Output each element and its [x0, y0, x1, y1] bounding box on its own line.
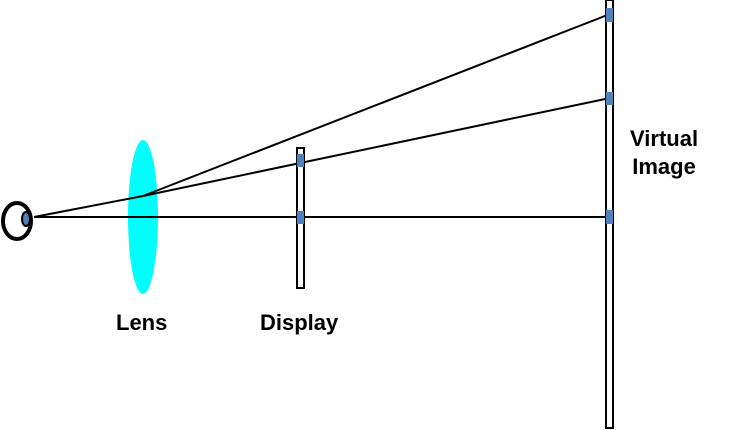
eye-to-lens-ray — [33, 195, 144, 218]
middle-ray — [142, 97, 611, 197]
display-marker-upper — [297, 154, 304, 167]
display-marker-axis — [297, 211, 304, 224]
virtual-marker-middle — [606, 92, 613, 105]
virtual-image-label-line2: Image — [632, 154, 696, 179]
virtual-image-label: Virtual Image — [630, 125, 698, 181]
eye-icon — [1, 201, 33, 241]
virtual-marker-top — [606, 8, 613, 22]
display-label: Display — [260, 310, 339, 335]
virtual-image-label-line1: Virtual — [630, 126, 699, 151]
virtual-marker-axis — [606, 210, 613, 224]
upper-ray — [142, 13, 611, 197]
lens-label: Lens — [116, 310, 168, 335]
